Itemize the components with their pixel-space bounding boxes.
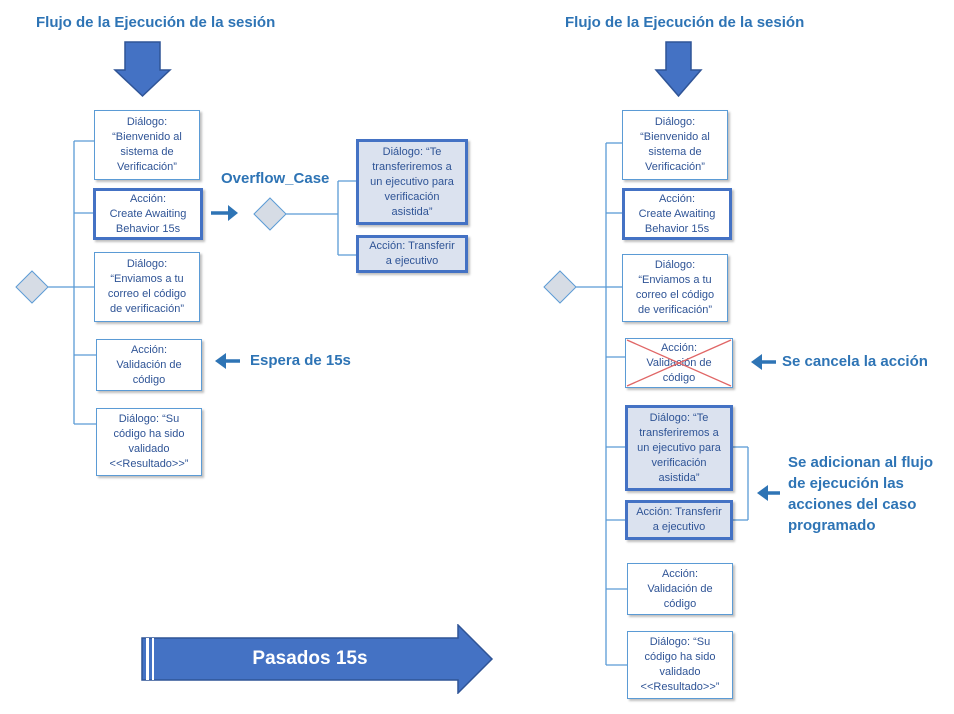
left-panel-title: Flujo de la Ejecución de la sesión (36, 14, 276, 31)
overflow-step-dialog-transfer: Diálogo: “Te transferiremos a un ejecuti… (356, 139, 468, 225)
right-step-dialog-email: Diálogo: “Enviamos a tu correo el código… (622, 254, 728, 322)
step-text: Diálogo: “Bienvenido al sistema de Verif… (112, 116, 182, 173)
left-step-action-validation: Acción: Validación de código (96, 339, 202, 391)
cancel-note: Se cancela la acción (782, 353, 928, 370)
step-text: Diálogo: “Su código ha sido validado <<R… (640, 636, 720, 693)
left-branch-lines (48, 140, 96, 425)
right-step-action-validation: Acción: Validación de código (627, 563, 733, 615)
step-text: Acción: Validación de código (116, 343, 182, 386)
right-panel-title: Flujo de la Ejecución de la sesión (565, 14, 805, 31)
step-text: Diálogo: “Enviamos a tu correo el código… (107, 258, 187, 315)
step-text: Diálogo: “Enviamos a tu correo el código… (635, 259, 715, 316)
overflow-case-label: Overflow_Case (221, 170, 330, 187)
right-decision-diamond (543, 270, 577, 304)
left-step-dialog-result: Diálogo: “Su código ha sido validado <<R… (96, 408, 202, 476)
left-down-arrow (113, 41, 172, 98)
left-step-action-awaiting: Acción: Create Awaiting Behavior 15s (93, 188, 203, 240)
step-text: Diálogo: “Bienvenido al sistema de Verif… (640, 116, 710, 173)
added-steps-note: Se adicionan al flujo de ejecución las a… (788, 454, 934, 534)
step-text: Diálogo: “Su código ha sido validado <<R… (109, 413, 189, 470)
right-step-action-awaiting: Acción: Create Awaiting Behavior 15s (622, 188, 732, 240)
right-step-action-transfer: Acción: Transferir a ejecutivo (625, 500, 733, 540)
right-step-dialog-result: Diálogo: “Su código ha sido validado <<R… (627, 631, 733, 699)
overflow-arrow-icon (211, 205, 238, 221)
step-text: Acción: Create Awaiting Behavior 15s (638, 192, 716, 235)
left-step-dialog-email: Diálogo: “Enviamos a tu correo el código… (94, 252, 200, 322)
wait-note: Espera de 15s (250, 352, 351, 369)
wait-arrow-icon (215, 353, 240, 369)
overflow-diamond (253, 197, 287, 231)
right-branch-lines (576, 142, 749, 666)
right-down-arrow (654, 41, 703, 98)
step-text: Acción: Create Awaiting Behavior 15s (109, 192, 187, 235)
step-text: Diálogo: “Te transferiremos a un ejecuti… (370, 145, 454, 218)
step-text: Acción: Transferir a ejecutivo (369, 240, 455, 267)
right-step-dialog-welcome: Diálogo: “Bienvenido al sistema de Verif… (622, 110, 728, 180)
left-step-dialog-welcome: Diálogo: “Bienvenido al sistema de Verif… (94, 110, 200, 180)
step-text: Acción: Validación de código (647, 567, 713, 610)
transition-arrow (141, 624, 494, 694)
left-decision-diamond (15, 270, 49, 304)
right-step-dialog-transfer: Diálogo: “Te transferiremos a un ejecuti… (625, 405, 733, 491)
overflow-branch-lines (286, 180, 356, 256)
added-arrow-icon (757, 485, 780, 501)
overflow-step-action-transfer: Acción: Transferir a ejecutivo (356, 235, 468, 273)
step-text: Acción: Transferir a ejecutivo (636, 506, 722, 533)
cancel-arrow-icon (751, 354, 776, 370)
transition-label: Pasados 15s (252, 648, 368, 669)
step-text: Diálogo: “Te transferiremos a un ejecuti… (637, 411, 721, 484)
cancel-cross-icon (626, 339, 732, 387)
